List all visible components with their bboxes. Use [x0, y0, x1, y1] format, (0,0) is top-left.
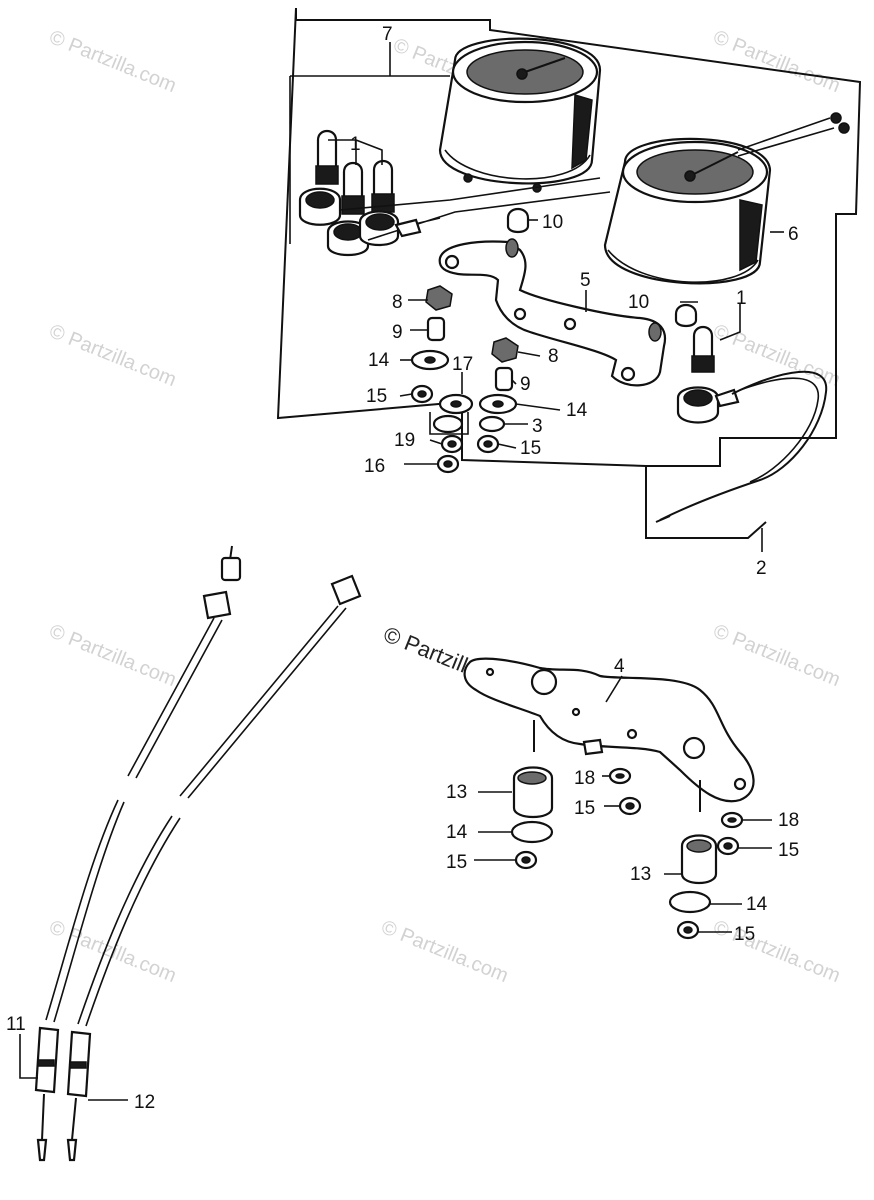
- leader-lines: [19, 42, 784, 1101]
- callout-label: 15: [366, 386, 387, 407]
- grommet: [506, 207, 530, 234]
- callout-label: 14: [368, 350, 390, 371]
- nut-8: [425, 285, 453, 311]
- callout-label: 10: [628, 292, 649, 313]
- callout-label: 4: [614, 656, 625, 677]
- collar-9: [426, 316, 446, 342]
- bracket-hole: [563, 317, 577, 331]
- watermark: © Partzilla.com: [46, 620, 179, 691]
- tachometer-meter: [603, 112, 850, 285]
- callout-label: 9: [392, 322, 403, 343]
- callout-label: 11: [6, 1014, 26, 1035]
- watermark: © Partzilla.com: [710, 916, 843, 987]
- lower-bracket: [463, 657, 755, 803]
- watermark: © Partzilla.com: [710, 620, 843, 691]
- bracket-hole: [571, 707, 581, 717]
- collar-9b: [494, 366, 514, 392]
- callout-label: 16: [364, 456, 385, 477]
- callout-label: 14: [446, 822, 468, 843]
- callout-label: 15: [778, 840, 799, 861]
- callout-label: 1: [350, 134, 361, 155]
- callout-label: 8: [392, 292, 403, 313]
- bulb-socket-group: [298, 129, 611, 257]
- washer-14c: [510, 820, 554, 844]
- callout-label: 13: [630, 864, 651, 885]
- callout-label: 3: [532, 416, 543, 437]
- callout-label: 13: [446, 782, 467, 803]
- assembly-boundary: [295, 8, 862, 539]
- washer-14d: [668, 890, 712, 914]
- callout-label: 6: [788, 224, 799, 245]
- bracket-stud: [648, 322, 662, 342]
- meter-bracket: [438, 240, 667, 387]
- callout-label: 10: [542, 212, 563, 233]
- callout-label: 15: [446, 852, 467, 873]
- bracket-hole: [513, 307, 527, 321]
- callout-label: 14: [746, 894, 768, 915]
- nut-8b: [491, 337, 519, 363]
- watermark: © Partzilla.com: [46, 26, 179, 97]
- callout-label: 8: [548, 346, 559, 367]
- bracket-hole: [485, 667, 495, 677]
- grommet: [674, 303, 698, 328]
- callout-label: 19: [394, 430, 415, 451]
- assembly-boundary-inner: [289, 75, 450, 244]
- callout-label: 5: [580, 270, 591, 291]
- callout-label: 18: [574, 768, 595, 789]
- bracket-hole: [620, 366, 636, 382]
- callout-label: 15: [574, 798, 595, 819]
- bracket-hole: [444, 254, 460, 270]
- bracket-hole: [530, 668, 558, 696]
- bracket-hole: [733, 777, 747, 791]
- callout-label: 17: [452, 354, 473, 375]
- watermark: © Partzilla.com: [378, 916, 511, 987]
- meter-cables: [34, 545, 362, 1162]
- bracket-hole: [682, 736, 706, 760]
- callout-label: 14: [566, 400, 588, 421]
- callout-label: 18: [778, 810, 799, 831]
- bracket-hole: [626, 728, 638, 740]
- callout-label: 9: [520, 374, 531, 395]
- callout-labels: 7 1 10 6 5 8 10 1 9 8 14 17 9 15 14 3 19…: [6, 24, 799, 1113]
- washer-3: [478, 415, 506, 433]
- speedometer-meter: [438, 37, 602, 193]
- wire-harness: [659, 370, 828, 521]
- watermark: © Partzilla.com: [710, 26, 843, 97]
- callout-label: 15: [734, 924, 755, 945]
- callout-label: 2: [756, 558, 767, 579]
- washer-17b: [432, 414, 464, 434]
- watermark: © Partzilla.com: [46, 320, 179, 391]
- bracket-stud: [505, 238, 519, 258]
- callout-label: 12: [134, 1092, 155, 1113]
- callout-label: 1: [736, 288, 747, 309]
- callout-label: 7: [382, 24, 393, 45]
- callout-label: 15: [520, 438, 541, 459]
